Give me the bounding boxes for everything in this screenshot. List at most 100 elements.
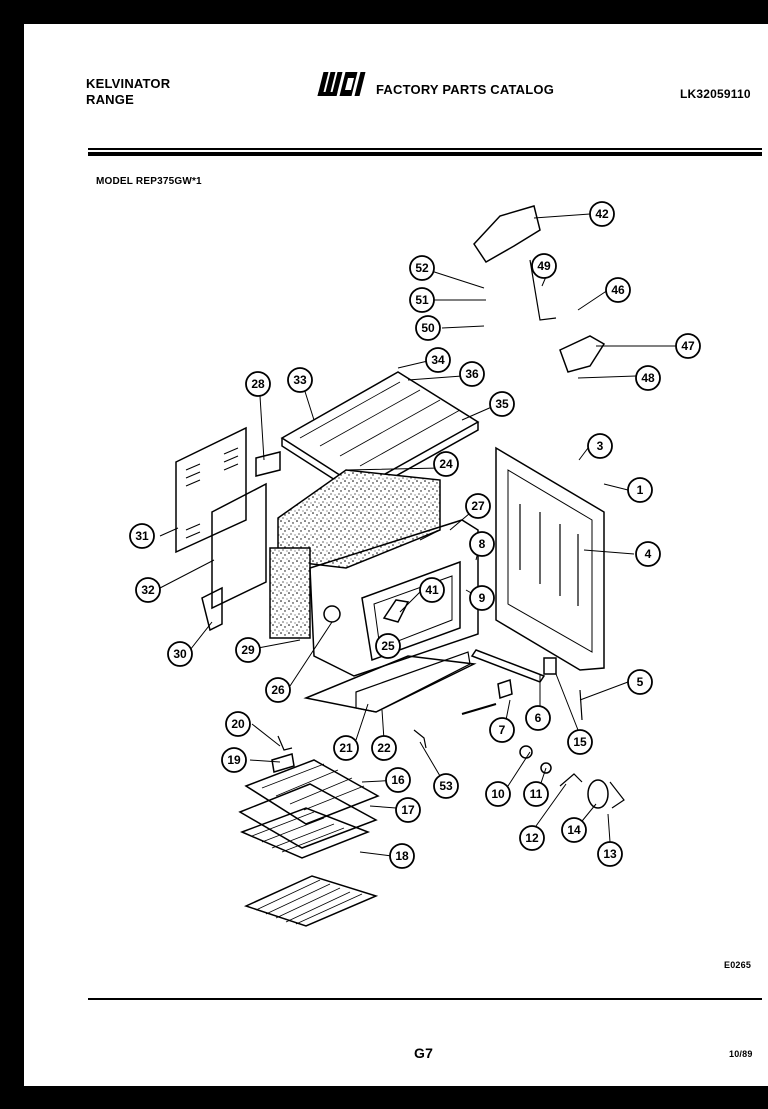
callout-15: 15 [567,729,593,755]
left-side-panel [175,426,247,554]
callout-20: 20 [225,711,251,737]
callout-circle [371,735,397,761]
callout-number: 53 [439,779,453,793]
callout-number: 46 [611,283,625,297]
callout-26: 26 [265,677,291,703]
callout-number: 48 [641,371,655,385]
oven-door [495,446,605,671]
callout-circle [433,773,459,799]
callout-number: 41 [425,583,439,597]
callout-circle [587,433,613,459]
callout-number: 4 [645,547,652,561]
callout-circle [135,577,161,603]
callout-number: 13 [603,847,617,861]
callout-circle [375,633,401,659]
callout-circle [531,253,557,279]
callout-number: 35 [495,397,509,411]
callout-circle [235,637,261,663]
callout-circle [221,747,247,773]
bake-element-plug [382,599,410,623]
callout-10: 10 [485,781,511,807]
page-number: G7 [414,1045,434,1061]
callout-circle [389,843,415,869]
callout-8: 8 [469,531,495,557]
callout-33: 33 [287,367,313,393]
terminal-block [497,679,513,699]
revision-date: 10/89 [729,1049,753,1059]
callout-30: 30 [167,641,193,667]
callout-46: 46 [605,277,631,303]
callout-number: 12 [525,831,539,845]
callout-number: 30 [173,647,187,661]
left-side-vents [185,447,239,539]
switch-assembly [473,205,541,263]
broiler-grid [238,783,378,849]
wci-logo [317,72,366,96]
oven-rack-lower [243,875,379,927]
door-slots [519,504,579,606]
callout-circle [675,333,701,359]
callout-circle [561,817,587,843]
callout-number: 8 [479,537,486,551]
oven-rack-lower-wires [255,879,363,925]
header-rule-thin [88,148,762,150]
callout-circle [469,585,495,611]
callout-6: 6 [525,705,551,731]
oven-rack-upper-wires [251,811,345,853]
bottom-panel [303,655,477,713]
callout-circle [409,287,435,313]
callout-circle [287,367,313,393]
callout-number: 21 [339,741,353,755]
wire-clip [609,781,625,809]
callout-circle [469,531,495,557]
callout-3: 3 [587,433,613,459]
callout-circle [523,781,549,807]
callout-51: 51 [409,287,435,313]
callout-11: 11 [523,781,549,807]
callout-17: 17 [395,797,421,823]
callout-number: 11 [530,787,543,801]
callout-circle [385,767,411,793]
callout-circle [425,347,451,373]
callout-number: 3 [597,439,604,453]
callout-circle [245,371,271,397]
callout-35: 35 [489,391,515,417]
callout-number: 27 [471,499,485,513]
header-rule-thick [88,152,762,156]
callout-circle [333,735,359,761]
lower-bracket [201,586,223,632]
callout-19: 19 [221,747,247,773]
hinge-pin [579,689,583,721]
insulation-side [419,480,441,541]
callout-circle [459,361,485,387]
top-panel-ribs [299,381,461,467]
callout-49: 49 [531,253,557,279]
callout-25: 25 [375,633,401,659]
callout-circle [635,541,661,567]
callout-47: 47 [675,333,701,359]
callout-42: 42 [589,201,615,227]
callout-12: 12 [519,825,545,851]
latch-clip [413,729,427,749]
callout-circle [225,711,251,737]
callout-53: 53 [433,773,459,799]
callout-circle [489,717,515,743]
vent-bracket [255,451,281,477]
callout-36: 36 [459,361,485,387]
callout-circle [419,577,445,603]
callout-circle [605,277,631,303]
callout-number: 10 [491,787,505,801]
callout-circle [433,451,459,477]
callout-number: 9 [479,591,486,605]
callout-circle [597,841,623,867]
broiler-pan-ribs [261,763,365,811]
callout-48: 48 [635,365,661,391]
callout-52: 52 [409,255,435,281]
callout-50: 50 [415,315,441,341]
callout-28: 28 [245,371,271,397]
callout-number: 19 [227,753,241,767]
bottom-rail [470,649,546,683]
callout-number: 22 [377,741,391,755]
